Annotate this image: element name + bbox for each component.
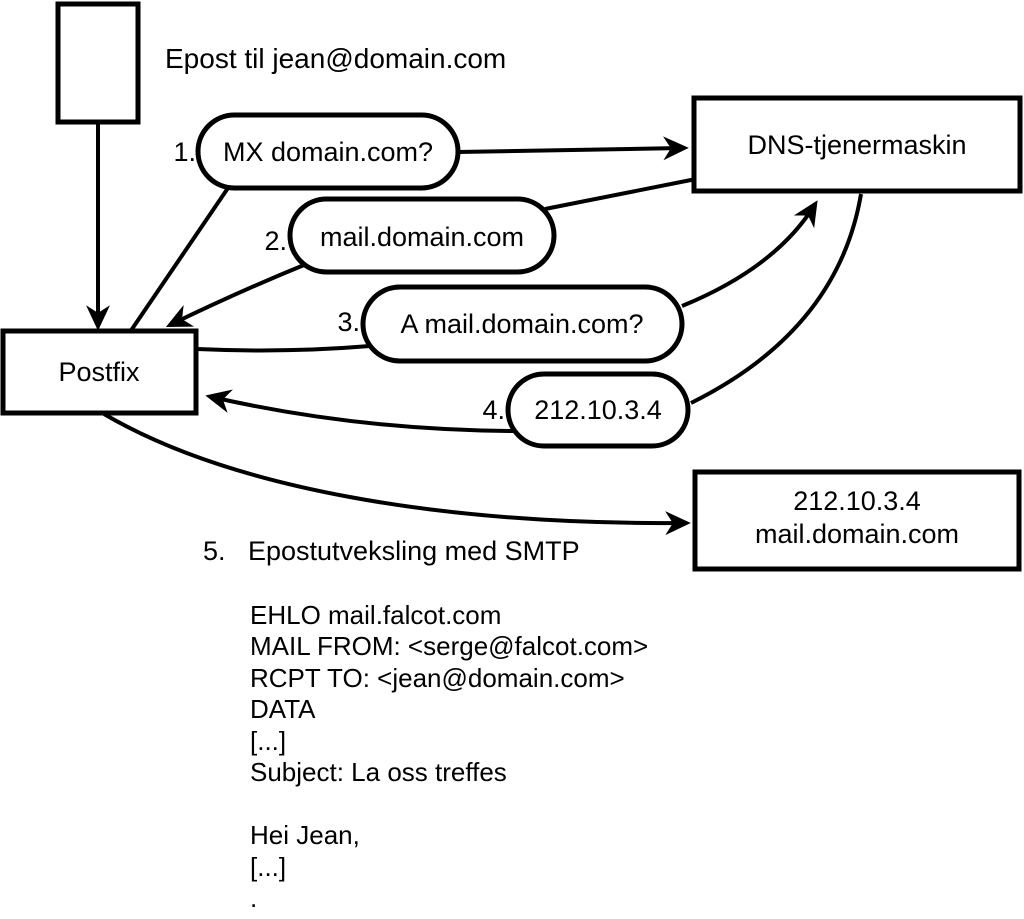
smtp-line: Hei Jean,: [250, 820, 360, 850]
smtp-line: EHLO mail.falcot.com: [250, 600, 501, 630]
postfix-label: Postfix: [58, 357, 140, 387]
email-envelope-shape: [55, 1, 141, 125]
smtp-line: RCPT TO: <jean@domain.com>: [250, 663, 625, 693]
dns-server-label: DNS-tjenermaskin: [747, 130, 966, 160]
arrow-step4-to-postfix: [205, 389, 514, 433]
diagram-title: Epost til jean@domain.com: [165, 43, 506, 74]
postfix-box: [0, 328, 199, 416]
smtp-line: Subject: La oss treffes: [250, 757, 507, 787]
smtp-line: [...]: [250, 852, 286, 882]
step2-mx-answer-pill: [287, 196, 557, 275]
step5-number: 5.: [203, 536, 226, 566]
line-dns-to-step4: [690, 193, 863, 405]
mail-server-host-label: mail.domain.com: [755, 519, 959, 549]
step4-number: 4.: [482, 395, 505, 425]
step4-a-answer-pill: [505, 371, 691, 449]
step1-number: 1.: [173, 137, 196, 167]
arrow-postfix-to-mailserver: [102, 412, 691, 536]
step2-number: 2.: [264, 226, 287, 256]
arrow-step3-to-dns: [681, 200, 818, 308]
line-dns-to-step2: [544, 177, 697, 211]
step3-label: A mail.domain.com?: [400, 309, 643, 339]
step1-label: MX domain.com?: [223, 137, 433, 167]
mail-server-box: [692, 469, 1022, 572]
step3-number: 3.: [337, 307, 360, 337]
line-postfix-to-step1: [128, 186, 230, 334]
smtp-line: MAIL FROM: <serge@falcot.com>: [250, 631, 648, 661]
step3-a-query-pill: [360, 284, 685, 364]
arrow-step1-to-dns: [457, 136, 689, 161]
smtp-line: [...]: [250, 726, 286, 756]
step5-label: Epostutveksling med SMTP: [248, 536, 580, 566]
dns-server-box: [691, 95, 1023, 194]
step2-label: mail.domain.com: [320, 222, 524, 252]
mail-server-ip-label: 212.10.3.4: [793, 486, 921, 516]
arrow-step2-to-postfix: [165, 263, 305, 327]
step4-label: 212.10.3.4: [534, 395, 662, 425]
smtp-transcript: EHLO mail.falcot.com MAIL FROM: <serge@f…: [250, 600, 648, 913]
line-postfix-to-step3: [196, 344, 371, 353]
smtp-line: DATA: [250, 694, 316, 724]
smtp-line: .: [250, 883, 257, 913]
